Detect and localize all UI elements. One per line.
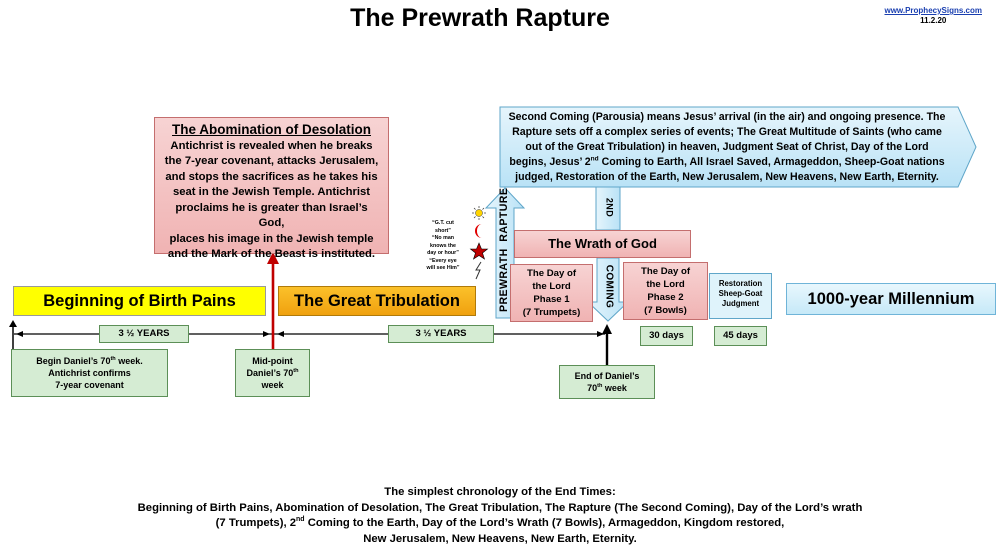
second-half-left-arrowhead — [277, 331, 284, 337]
second-coming-line: Rapture sets off a complex series of eve… — [512, 126, 942, 138]
second-coming-line: judged, Restoration of the Earth, New Je… — [515, 171, 939, 183]
abomination-line: seat in the Jewish Temple. Antichrist — [172, 186, 371, 198]
page-title: The Prewrath Rapture — [350, 4, 610, 32]
forty-five-days-duration: 45 days — [714, 326, 767, 346]
summary-heading: The simplest chronology of the End Times… — [384, 486, 616, 498]
first-half-duration: 3 ½ YEARS — [99, 325, 189, 343]
signs-quote: “G.T. cut short” “No man knows the day o… — [426, 220, 460, 271]
second-coming-stem — [595, 186, 621, 231]
summary-line: Beginning of Birth Pains, Abomination of… — [137, 501, 863, 514]
abomination-heading: The Abomination of Desolation — [172, 122, 371, 137]
first-half-right-arrowhead — [263, 331, 270, 337]
end-arrowhead — [602, 324, 612, 334]
restoration-box: Restoration Sheep-Goat Judgment — [709, 273, 772, 319]
millennium-bar: 1000-year Millennium — [786, 283, 996, 315]
abomination-line: Antichrist is revealed when he breaks — [170, 139, 373, 152]
thirty-days-duration: 30 days — [640, 326, 693, 346]
begin-tick-arrowhead — [9, 320, 17, 327]
second-coming-ordinal-label: 2ND — [604, 197, 615, 218]
birth-pains-bar: Beginning of Birth Pains — [13, 286, 266, 316]
abomination-line: proclaims he is greater than Israel’s Go… — [175, 201, 368, 230]
second-half-duration: 3 ½ YEARS — [388, 325, 494, 343]
site-link[interactable]: www.ProphecySigns.com — [884, 6, 982, 15]
summary-line: (7 Trumpets), 2nd Coming to the Earth, D… — [215, 516, 785, 529]
great-tribulation-bar: The Great Tribulation — [278, 286, 476, 316]
second-coming-line: Second Coming (Parousia) means Jesus’ ar… — [508, 111, 946, 123]
first-half-left-arrowhead — [16, 331, 23, 337]
day-of-lord-phase2-box: The Day of the Lord Phase 2 (7 Bowls) — [623, 262, 708, 320]
moon-icon — [475, 224, 482, 238]
midpoint-arrowhead — [267, 252, 279, 264]
second-coming-line: begins, Jesus’ 2nd Coming to Earth, All … — [509, 155, 945, 168]
site-date: 11.2.20 — [920, 16, 947, 25]
second-coming-arrow — [499, 106, 977, 188]
midpoint-marker: Mid-point Daniel’s 70th week — [235, 349, 310, 397]
summary-line: New Jerusalem, New Heavens, New Earth, E… — [363, 532, 637, 545]
site-credit: www.ProphecySigns.com 11.2.20 — [884, 6, 982, 26]
chronology-summary: The simplest chronology of the End Times… — [0, 485, 1000, 547]
star-icon — [469, 242, 489, 260]
begin-week-marker: Begin Daniel’s 70th week. Antichrist con… — [11, 349, 168, 397]
coming-arrow-label: COMING — [603, 264, 615, 309]
abomination-line: and the Mark of the Beast is instituted. — [167, 248, 376, 260]
abomination-line: and stops the sacrifices as he takes his — [165, 170, 378, 183]
day-of-lord-phase1-box: The Day of the Lord Phase 1 (7 Trumpets) — [510, 264, 593, 322]
abomination-box: The Abomination of Desolation Antichrist… — [154, 117, 389, 260]
second-coming-line: out of the Great Tribulation) in heaven,… — [525, 141, 929, 153]
lightning-icon — [475, 261, 482, 280]
second-coming-text: Second Coming (Parousia) means Jesus’ ar… — [507, 110, 947, 185]
coming-down-arrow — [586, 257, 630, 322]
wrath-of-god-box: The Wrath of God — [514, 230, 691, 258]
abomination-line: the 7-year covenant, attacks Jerusalem, — [164, 155, 379, 167]
end-week-marker: End of Daniel’s 70th week — [559, 365, 655, 399]
second-half-right-arrowhead — [597, 331, 604, 337]
sun-icon — [472, 206, 486, 220]
abomination-line: places his image in the Jewish temple — [169, 232, 374, 245]
